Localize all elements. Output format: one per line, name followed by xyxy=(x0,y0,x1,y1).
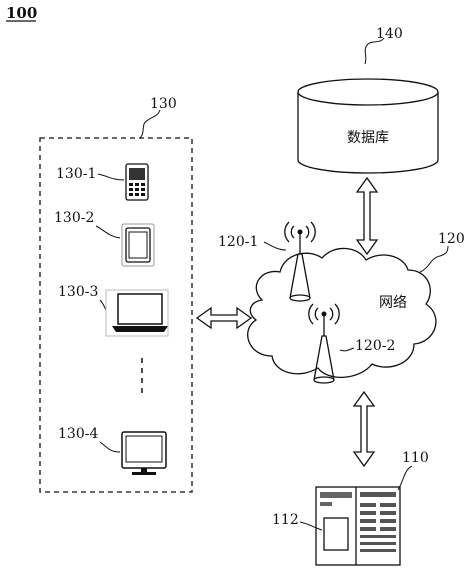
server-component-leader xyxy=(299,521,323,531)
terminal-2-leader xyxy=(95,225,121,239)
network-leader xyxy=(419,245,449,273)
terminals-group-label: 130 xyxy=(150,96,177,112)
base-station-1-antenna-icon xyxy=(297,229,303,235)
tablet-icon xyxy=(121,223,155,267)
database-top xyxy=(297,78,439,106)
terminal-4-leader xyxy=(99,441,121,453)
base-station-1-tower xyxy=(289,253,311,299)
server-leader xyxy=(397,465,413,491)
database: 数据库 xyxy=(297,78,439,174)
network-cloud-outline xyxy=(247,247,437,379)
base-station-2-antenna-icon xyxy=(321,311,327,317)
base-station-1 xyxy=(284,221,316,302)
base-station-2-leader xyxy=(339,347,355,352)
laptop-icon xyxy=(105,289,169,337)
terminals-group-box xyxy=(39,137,193,493)
terminal-3-label: 130-3 xyxy=(58,284,98,300)
arrow-terminals-network xyxy=(195,306,253,330)
server-component xyxy=(323,517,349,551)
base-station-2 xyxy=(308,303,340,384)
network-ref-label: 120 xyxy=(438,231,465,247)
terminal-4-label: 130-4 xyxy=(58,426,98,442)
monitor-icon xyxy=(121,431,167,475)
base-station-1-leader xyxy=(263,241,287,251)
database-body xyxy=(297,92,439,174)
network-text: 网络 xyxy=(379,295,407,311)
database-ref-label: 140 xyxy=(376,26,403,42)
terminal-1-leader xyxy=(97,173,125,181)
server-component-label: 112 xyxy=(272,512,299,528)
arrow-database-network xyxy=(355,176,379,256)
terminals-group-leader xyxy=(139,109,161,139)
server xyxy=(315,486,401,566)
terminal-1-label: 130-1 xyxy=(56,166,96,182)
server-ref-label: 110 xyxy=(402,450,429,466)
phone-icon xyxy=(125,163,149,201)
terminal-2-label: 130-2 xyxy=(54,210,94,226)
database-text: 数据库 xyxy=(347,130,389,146)
base-station-1-label: 120-1 xyxy=(218,234,258,250)
base-station-2-label: 120-2 xyxy=(355,338,395,354)
arrow-network-server xyxy=(352,390,376,468)
figure-number: 100 xyxy=(6,4,37,22)
database-leader xyxy=(364,37,385,65)
network-cloud: 网络 xyxy=(247,247,437,379)
